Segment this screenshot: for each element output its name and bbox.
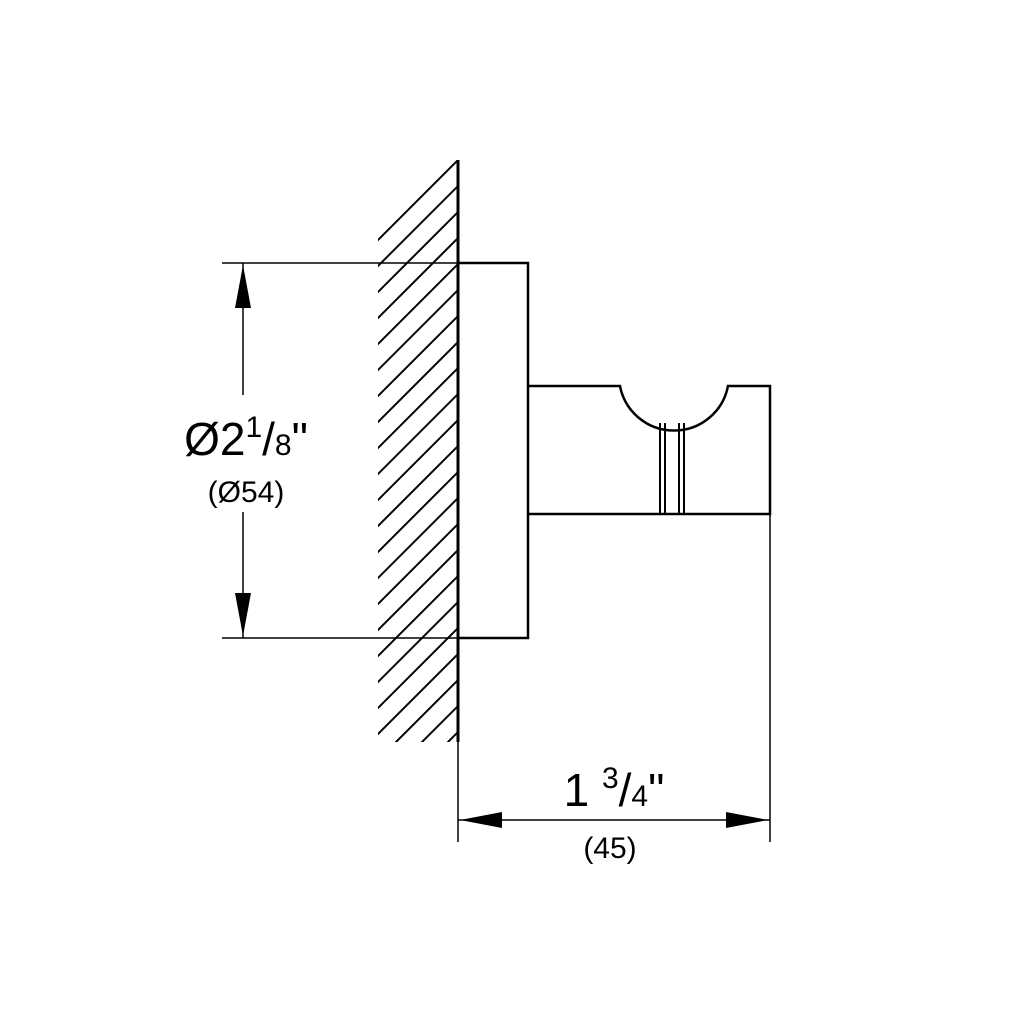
hatch-line — [378, 184, 458, 268]
wall-hatching — [368, 160, 468, 1004]
diameter-slash: / — [262, 413, 275, 465]
depth-label: 1 3/4" — [564, 762, 665, 816]
hatch-line — [378, 236, 458, 320]
hatch-line — [378, 160, 458, 242]
diameter-unit: " — [292, 413, 308, 465]
depth-whole: 1 — [564, 764, 590, 816]
diameter-label: Ø21/8" — [184, 411, 308, 465]
hatch-line — [378, 314, 458, 398]
hatch-line — [378, 600, 458, 684]
hatch-line — [378, 392, 458, 476]
hatch-line — [368, 800, 468, 900]
depth-arrow-right — [726, 812, 768, 828]
hatch-line — [378, 496, 458, 580]
hatch-line — [378, 548, 458, 632]
hatch-line — [378, 470, 458, 554]
hatch-line — [378, 288, 458, 372]
diameter-arrow-top — [235, 265, 251, 308]
hatch-line — [446, 730, 458, 742]
hatch-line — [378, 626, 458, 710]
diameter-metric: (Ø54) — [208, 476, 285, 509]
diameter-denominator: 8 — [275, 429, 292, 462]
depth-slash: / — [619, 764, 632, 816]
depth-unit: " — [648, 764, 664, 816]
hatch-line — [378, 210, 458, 294]
hatch-line — [378, 418, 458, 502]
diameter-symbol: Ø — [184, 413, 220, 465]
depth-metric: (45) — [583, 832, 636, 865]
hatch-line — [394, 678, 458, 742]
hatch-line — [368, 904, 468, 1004]
depth-arrow-left — [460, 812, 502, 828]
hook-groove — [659, 423, 685, 514]
depth-denominator: 4 — [631, 780, 648, 813]
diameter-arrow-bottom — [235, 593, 251, 636]
mounting-base — [456, 261, 530, 640]
hatch-line — [378, 652, 458, 736]
hatch-line — [378, 340, 458, 424]
hook-body — [528, 384, 772, 516]
diameter-numerator: 1 — [245, 411, 262, 444]
depth-numerator: 3 — [602, 762, 619, 795]
hatch-line — [368, 774, 468, 874]
hatch-line — [420, 704, 458, 742]
hatch-line — [368, 878, 468, 978]
hatch-line — [368, 826, 468, 926]
hatch-line — [378, 522, 458, 606]
hatch-line — [368, 748, 468, 848]
hatch-line — [378, 444, 458, 528]
hatch-line — [378, 262, 458, 346]
hatch-line — [378, 366, 458, 450]
hatch-line — [368, 852, 468, 952]
hatch-line — [378, 574, 458, 658]
diameter-whole: 2 — [220, 413, 246, 465]
